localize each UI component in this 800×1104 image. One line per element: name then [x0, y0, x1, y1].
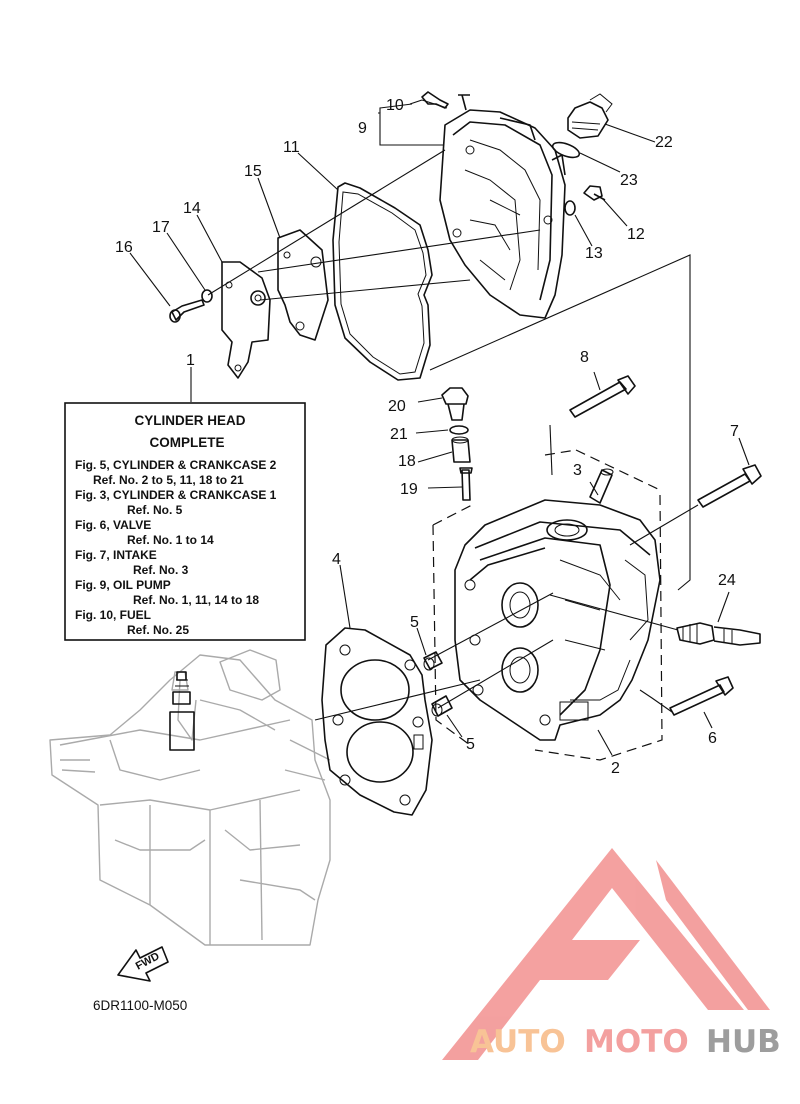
label-part-2: 2: [611, 760, 620, 777]
label-part-5-lower: 5: [466, 736, 475, 753]
info-box-line: Ref. No. 1, 11, 14 to 18: [133, 593, 259, 607]
o-ring-21: [449, 425, 469, 435]
watermark-text-auto: AUTO: [470, 1024, 566, 1060]
watermark-text-moto: MOTO: [584, 1024, 689, 1060]
label-part-20: 20: [388, 398, 406, 415]
info-box-line: Fig. 5, CYLINDER & CRANKCASE 2: [75, 458, 277, 472]
label-part-21: 21: [390, 426, 408, 443]
label-part-17: 17: [152, 219, 170, 236]
bolt-12: [583, 185, 606, 201]
label-part-12: 12: [627, 226, 645, 243]
info-box-line: Fig. 7, INTAKE: [75, 548, 157, 562]
sleeve-18: [451, 436, 471, 463]
label-part-5-upper: 5: [410, 614, 419, 631]
info-box-line: Ref. No. 5: [127, 503, 183, 517]
cylinder-head: [454, 499, 661, 741]
label-part-8: 8: [580, 349, 589, 366]
label-part-11: 11: [283, 139, 300, 156]
dowel-pin-3: [589, 468, 614, 504]
label-part-3: 3: [573, 462, 582, 479]
thermostat-cover-plate: [277, 229, 329, 341]
info-box-line: Ref. No. 3: [133, 563, 189, 577]
anode-cover: [221, 261, 271, 379]
bolt-10: [421, 91, 449, 109]
diagram-code: 6DR1100-M050: [93, 998, 187, 1013]
crankshaft-end: [169, 671, 195, 751]
label-part-14: 14: [183, 200, 201, 217]
head-gasket: [321, 627, 433, 816]
label-part-16: 16: [115, 239, 133, 256]
spark-plug: [676, 622, 761, 646]
pin-19: [459, 467, 473, 501]
plug-bolt-20: [441, 387, 469, 421]
label-part-19: 19: [400, 481, 418, 498]
info-box-line: Fig. 6, VALVE: [75, 518, 151, 532]
info-box: CYLINDER HEAD COMPLETE Fig. 5, CYLINDER …: [64, 402, 306, 641]
label-part-22: 22: [655, 134, 673, 151]
label-part-10: 10: [386, 97, 404, 114]
label-part-24: 24: [718, 572, 736, 589]
label-part-1: 1: [186, 352, 195, 369]
label-part-7: 7: [730, 423, 739, 440]
label-part-23: 23: [620, 172, 638, 189]
o-ring-23: [551, 141, 581, 159]
info-box-line: Ref. No. 25: [127, 623, 189, 637]
info-box-line: Ref. No. 1 to 14: [127, 533, 214, 547]
label-part-15: 15: [244, 163, 262, 180]
info-box-title-line1: CYLINDER HEAD: [134, 413, 245, 428]
info-box-line: Fig. 3, CYLINDER & CRANKCASE 1: [75, 488, 277, 502]
bolt-7: [697, 464, 762, 508]
watermark-logo: AUTO MOTO HUB: [442, 848, 781, 1060]
part-labels: 10 9 11 15 14 17 16 1 22 23 12 13 8 20 2…: [115, 97, 739, 777]
dowel-pin-lower: [431, 695, 453, 717]
cylinder-block-ghost: [49, 649, 331, 946]
leader-lines: [129, 99, 750, 756]
info-box-title-line2: COMPLETE: [149, 435, 224, 450]
washer-17: [201, 289, 213, 303]
washer-13: [564, 200, 576, 216]
info-box-line: Fig. 10, FUEL: [75, 608, 151, 622]
assembly-boundary: [432, 449, 663, 761]
label-part-18: 18: [398, 453, 416, 470]
label-part-4: 4: [332, 551, 341, 568]
label-part-6: 6: [708, 730, 717, 747]
fwd-arrow: FWD: [117, 946, 169, 982]
info-box-line: Fig. 9, OIL PUMP: [75, 578, 171, 592]
bolt-8: [569, 375, 636, 418]
cover-gasket: [332, 182, 433, 381]
dowel-pin-upper: [423, 651, 443, 671]
bolt-6: [669, 676, 734, 716]
bolt-16: [169, 299, 205, 323]
info-box-line: Ref. No. 2 to 5, 11, 18 to 21: [93, 473, 244, 487]
label-part-13: 13: [585, 245, 603, 262]
oil-filler-cap: [567, 93, 613, 139]
watermark-text-hub: HUB: [706, 1024, 781, 1060]
assembly-lines: [207, 99, 699, 721]
label-part-9: 9: [358, 120, 367, 137]
cylinder-head-cover: [439, 94, 566, 319]
